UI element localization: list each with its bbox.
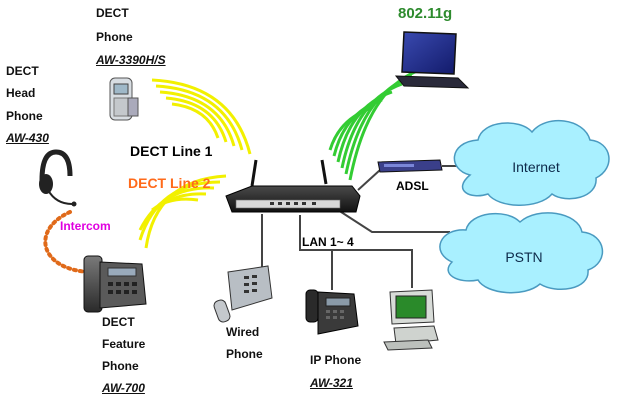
feature-phone-line3: Phone	[102, 359, 139, 373]
pstn-label: PSTN	[505, 249, 542, 265]
feature-phone-model: AW-700	[102, 381, 145, 395]
dect-waves-upper	[151, 78, 252, 155]
intercom-label: Intercom	[60, 219, 111, 233]
intercom-link	[43, 210, 92, 274]
pstn-cloud: PSTN	[439, 212, 604, 294]
lan-label: LAN 1~ 4	[302, 235, 354, 249]
feature-phone-line1: DECT	[102, 315, 135, 329]
headset-icon	[39, 149, 77, 207]
wire-router-lan	[299, 215, 413, 288]
dect-handset-icon	[109, 77, 139, 121]
router-icon	[225, 159, 361, 213]
wifi-label: 802.11g	[398, 5, 452, 22]
wired-phone-icon	[213, 265, 273, 323]
wired-phone-line2: Phone	[226, 347, 263, 361]
ip-phone-icon	[305, 289, 359, 335]
ip-phone-label: IP Phone	[310, 353, 362, 367]
feature-phone-icon	[83, 255, 147, 313]
dect-headphone-line1: DECT	[6, 64, 39, 78]
internet-label: Internet	[512, 159, 560, 175]
dect-headphone-model: AW-430	[6, 131, 49, 145]
dect-phone-line2: Phone	[96, 30, 133, 44]
wired-phone-line1: Wired	[226, 325, 260, 339]
feature-phone-line2: Feature	[102, 337, 146, 351]
adsl-label: ADSL	[396, 179, 429, 193]
dect-headphone-line2: Head	[6, 86, 36, 100]
dect-line1-label: DECT Line 1	[130, 143, 213, 159]
wire-router-adsl	[357, 169, 381, 191]
dect-headphone-line3: Phone	[6, 109, 43, 123]
adsl-modem-icon	[377, 159, 443, 173]
wire-router-pstn	[337, 209, 450, 233]
internet-cloud: Internet	[453, 119, 610, 206]
laptop-icon	[394, 31, 470, 89]
dect-phone-line1: DECT	[96, 6, 129, 20]
wires	[261, 165, 462, 290]
desktop-computer-icon	[383, 289, 439, 351]
dect-line2-label: DECT Line 2	[128, 175, 211, 191]
ip-phone-model: AW-321	[310, 376, 353, 390]
dect-phone-model: AW-3390H/S	[96, 53, 166, 67]
dect-waves-lower	[138, 174, 227, 249]
